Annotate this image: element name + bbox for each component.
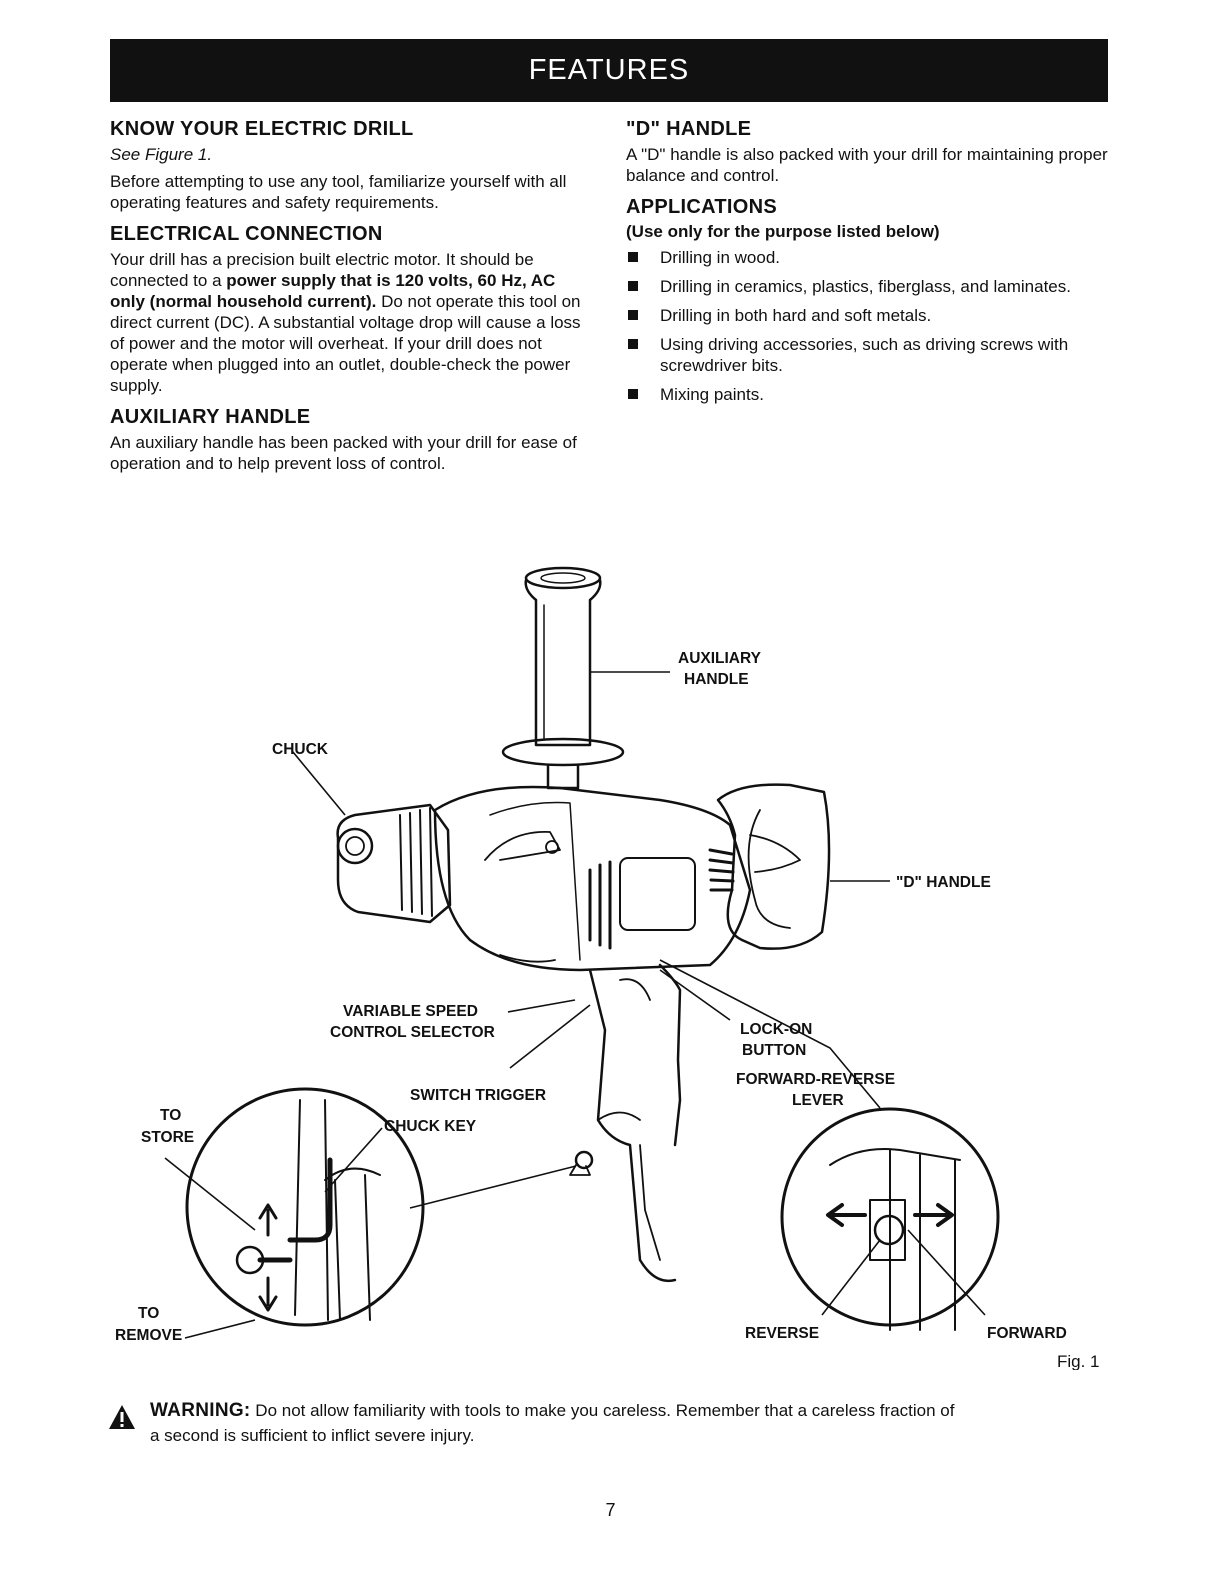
- label-to-store-2: STORE: [141, 1129, 194, 1146]
- d-handle-drawing: [716, 783, 831, 950]
- label-lock-on-2: BUTTON: [742, 1042, 806, 1059]
- warning-line-2: a second is sufficient to inflict severe…: [150, 1426, 475, 1445]
- label-chuck: CHUCK: [272, 741, 329, 758]
- label-to-remove-2: REMOVE: [115, 1327, 182, 1344]
- figure-caption: Fig. 1: [1057, 1352, 1100, 1370]
- electrical-body-bold: power supply that is 120 volts, 60 Hz, A…: [110, 271, 556, 311]
- electrical-body: Your drill has a precision built electri…: [110, 249, 590, 396]
- list-item: Drilling in wood.: [626, 247, 1116, 268]
- auxiliary-handle-drawing: [501, 566, 625, 790]
- label-reverse: REVERSE: [745, 1325, 819, 1342]
- label-forward: FORWARD: [987, 1325, 1067, 1342]
- left-column: KNOW YOUR ELECTRIC DRILL See Figure 1. B…: [110, 118, 590, 482]
- forward-reverse-inset: [780, 1107, 1000, 1331]
- label-forward-reverse-2: LEVER: [792, 1092, 844, 1109]
- section-d-handle: "D" HANDLE A "D" handle is also packed w…: [626, 118, 1116, 186]
- leader-lines: [164, 671, 986, 1339]
- electrical-body-start: Your drill has a precision built electri…: [110, 250, 534, 290]
- drill-illustration: [336, 566, 831, 1283]
- label-switch-trigger: SWITCH TRIGGER: [410, 1087, 546, 1104]
- label-variable-speed-1: VARIABLE SPEED: [343, 1003, 478, 1020]
- label-variable-speed-2: CONTROL SELECTOR: [330, 1024, 495, 1041]
- label-auxiliary-1: AUXILIARY: [678, 650, 762, 667]
- drill-body-drawing: [433, 785, 752, 972]
- grip-drawing: [588, 963, 682, 1283]
- label-lock-on-1: LOCK-ON: [740, 1021, 812, 1038]
- warning-triangle-icon: [109, 1405, 135, 1429]
- section-applications: APPLICATIONS (Use only for the purpose l…: [626, 196, 1116, 405]
- page-header-title: FEATURES: [528, 54, 690, 86]
- label-auxiliary-2: HANDLE: [684, 671, 749, 688]
- warning-block: WARNING: Do not allow familiarity with t…: [108, 1398, 1118, 1448]
- section-electrical-connection: ELECTRICAL CONNECTION Your drill has a p…: [110, 223, 590, 396]
- chuck-key-drawing: [569, 1150, 594, 1176]
- label-chuck-key: CHUCK KEY: [384, 1118, 477, 1135]
- label-to-store-1: TO: [160, 1107, 181, 1124]
- heading-applications: APPLICATIONS: [626, 196, 778, 218]
- drill-figure: AUXILIARY HANDLE CHUCK "D" HANDLE VARIAB…: [115, 566, 1100, 1370]
- heading-electrical-connection: ELECTRICAL CONNECTION: [110, 223, 383, 245]
- auxiliary-body: An auxiliary handle has been packed with…: [110, 433, 577, 473]
- section-know-your-drill: KNOW YOUR ELECTRIC DRILL See Figure 1. B…: [110, 118, 590, 213]
- list-item: Using driving accessories, such as drivi…: [626, 334, 1116, 376]
- list-item: Drilling in both hard and soft metals.: [626, 305, 1116, 326]
- heading-know-your-drill: KNOW YOUR ELECTRIC DRILL: [110, 118, 414, 140]
- right-column: "D" HANDLE A "D" handle is also packed w…: [626, 118, 1116, 413]
- label-d-handle: "D" HANDLE: [896, 874, 991, 891]
- warning-text-1: Do not allow familiarity with tools to m…: [250, 1401, 955, 1420]
- warning-line-1: WARNING: Do not allow familiarity with t…: [108, 1398, 1118, 1423]
- list-item: Mixing paints.: [626, 384, 1116, 405]
- chuck-drawing: [336, 803, 452, 924]
- list-item: Drilling in ceramics, plastics, fibergla…: [626, 276, 1116, 297]
- store-remove-inset: [185, 1087, 425, 1327]
- warning-label: WARNING:: [150, 1400, 251, 1421]
- section-auxiliary-handle: AUXILIARY HANDLE An auxiliary handle has…: [110, 406, 590, 474]
- page-number: 7: [605, 1500, 616, 1520]
- know-body: Before attempting to use any tool, famil…: [110, 172, 567, 212]
- electrical-body-end: Do not operate this tool on direct curre…: [110, 292, 581, 395]
- heading-auxiliary-handle: AUXILIARY HANDLE: [110, 406, 311, 428]
- applications-subhead: (Use only for the purpose listed below): [626, 222, 940, 241]
- d-handle-body: A "D" handle is also packed with your dr…: [626, 145, 1108, 185]
- see-figure-note: See Figure 1.: [110, 145, 213, 164]
- label-to-remove-1: TO: [138, 1305, 159, 1322]
- page-header-banner: FEATURES: [110, 39, 1108, 102]
- heading-d-handle: "D" HANDLE: [626, 118, 752, 140]
- applications-list: Drilling in wood. Drilling in ceramics, …: [626, 247, 1116, 405]
- label-forward-reverse-1: FORWARD-REVERSE: [736, 1071, 895, 1088]
